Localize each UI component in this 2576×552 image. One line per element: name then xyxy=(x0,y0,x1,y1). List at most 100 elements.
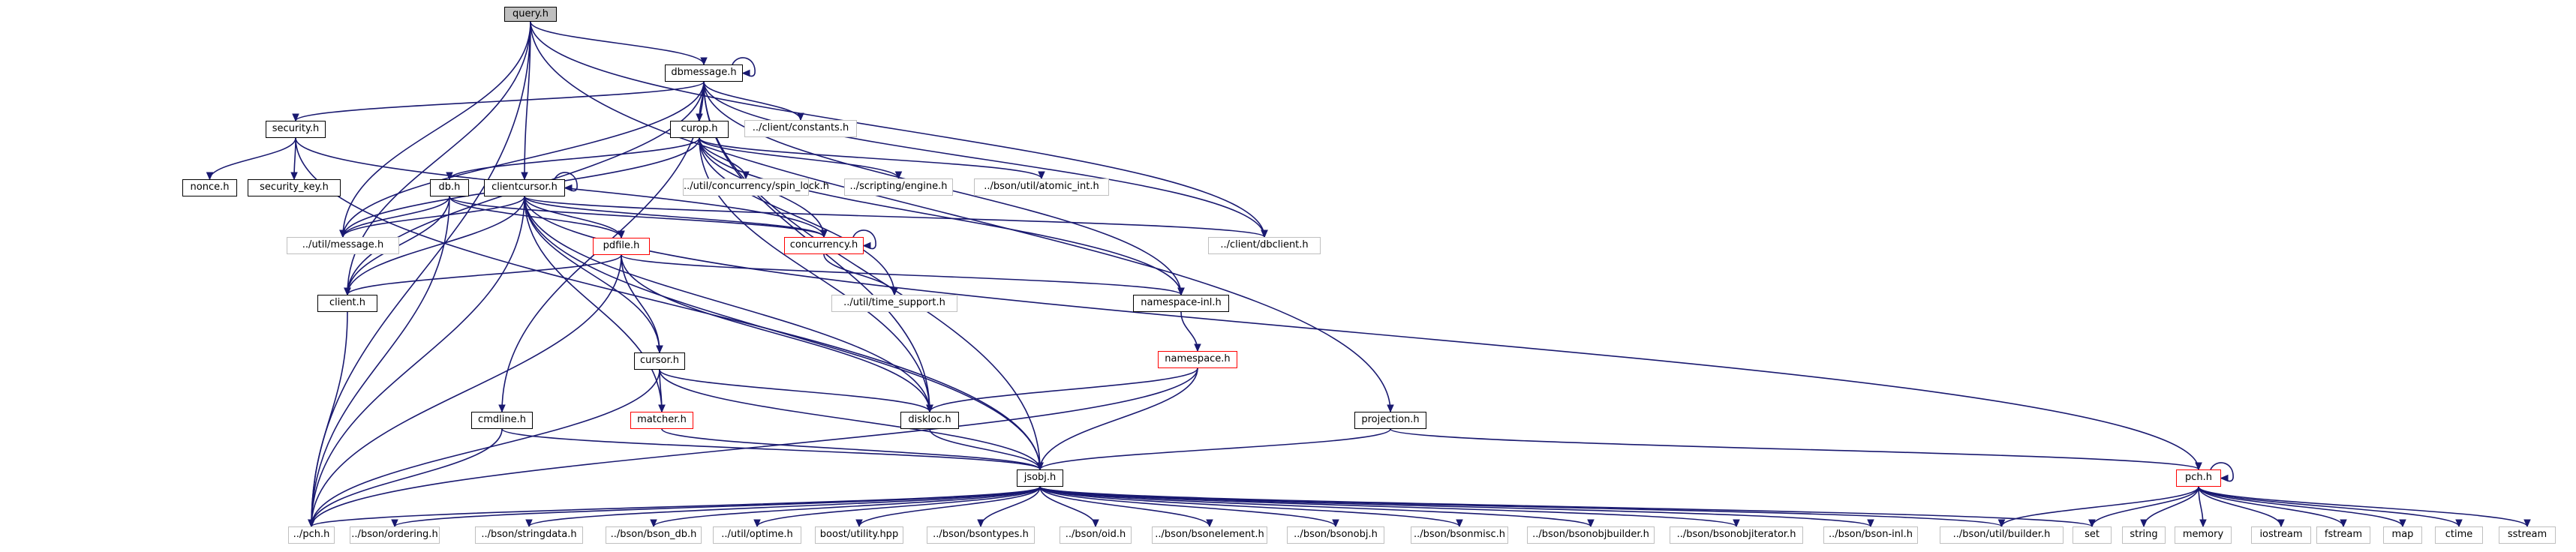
node-boost-utility-hpp[interactable]: boost/utility.hpp xyxy=(815,526,903,544)
edge-dbmessage-to-constants-arrowhead xyxy=(797,112,804,122)
node-client-h[interactable]: client.h xyxy=(317,295,377,312)
node-time-support-h[interactable]: ../util/time_support.h xyxy=(831,295,957,312)
edge-jsobj-to-bsonmisc-arrowhead xyxy=(1456,519,1463,528)
edge-pch-to-ctime xyxy=(2198,486,2460,527)
node-jsobj-h[interactable]: jsobj.h xyxy=(1017,470,1063,487)
edge-jsobj-to-set xyxy=(1039,486,2093,527)
node-bson-bsontypes-h[interactable]: ../bson/bsontypes.h xyxy=(927,526,1035,544)
node-db-h[interactable]: db.h xyxy=(430,179,469,196)
node-bson-db-h[interactable]: ../bson/bson_db.h xyxy=(606,526,702,544)
edge-pch-to-set xyxy=(2091,486,2199,527)
edge-clientcursor-to-concurrency xyxy=(524,196,825,238)
edge-dbmessage-to-cmdline-arrowhead xyxy=(498,404,506,413)
edge-pdfile-to-pch_rel xyxy=(311,254,622,527)
edge-cursor-to-pch_rel xyxy=(311,369,660,527)
node-bson-inl-h[interactable]: ../bson/bson-inl.h xyxy=(1823,526,1918,544)
node-cmdline-h[interactable]: cmdline.h xyxy=(471,412,533,429)
edge-pdfile-to-client xyxy=(347,254,622,296)
edge-jsobj-to-bsonobj-arrowhead xyxy=(1332,519,1339,528)
edge-dbmessage-to-dbmessage-arrowhead xyxy=(741,69,750,77)
node-client-constants-h[interactable]: ../client/constants.h xyxy=(744,120,857,137)
edge-query-to-dbmessage xyxy=(530,21,705,65)
node-set[interactable]: set xyxy=(2073,526,2112,544)
edge-pch-to-fstream xyxy=(2198,486,2344,527)
edge-pdfile-to-namespace_inl-arrowhead xyxy=(1177,287,1185,296)
node-bson-bsonobjbuilder-h[interactable]: ../bson/bsonobjbuilder.h xyxy=(1527,526,1655,544)
node-security-key-h[interactable]: security_key.h xyxy=(248,179,341,196)
node-sstream[interactable]: sstream xyxy=(2499,526,2556,544)
node-nonce-h[interactable]: nonce.h xyxy=(182,179,237,196)
node-concurrency-h[interactable]: concurrency.h xyxy=(784,237,864,254)
node-bson-ordering-h[interactable]: ../bson/ordering.h xyxy=(350,526,440,544)
edge-jsobj-to-bsontypes-arrowhead xyxy=(977,519,984,528)
node-client-dbclient-h[interactable]: ../client/dbclient.h xyxy=(1208,237,1321,254)
edge-jsobj-to-stringdata-arrowhead xyxy=(525,519,533,528)
edge-jsobj-to-pch_rel-arrowhead xyxy=(308,519,315,528)
edge-namespace_inl-to-namespace-arrowhead xyxy=(1194,344,1201,352)
edge-dbmessage-to-security xyxy=(295,81,705,122)
edge-pch-to-set-arrowhead xyxy=(2088,519,2096,528)
edge-pch-to-sstream-arrowhead xyxy=(2523,519,2531,528)
node-string[interactable]: string xyxy=(2122,526,2166,544)
node-spin-lock-h[interactable]: ../util/concurrency/spin_lock.h xyxy=(683,178,829,196)
node-matcher-h[interactable]: matcher.h xyxy=(630,412,693,429)
node-atomic-int-h[interactable]: ../bson/util/atomic_int.h xyxy=(974,178,1109,196)
edge-cmdline-to-jsobj xyxy=(501,428,1041,470)
edge-dbmessage-to-constants xyxy=(703,81,801,121)
edge-clientcursor-to-jsobj xyxy=(524,196,1041,470)
node-bson-bsonmisc-h[interactable]: ../bson/bsonmisc.h xyxy=(1411,526,1508,544)
edge-namespace-to-pch_rel xyxy=(311,368,1198,527)
node-query-h[interactable]: query.h xyxy=(504,7,557,22)
node-cursor-h[interactable]: cursor.h xyxy=(634,352,685,370)
edge-projection-to-pch xyxy=(1390,428,2199,470)
node-namespace-h[interactable]: namespace.h xyxy=(1158,351,1237,368)
node-pdfile-h[interactable]: pdfile.h xyxy=(593,238,650,255)
edge-db-to-pdfile xyxy=(449,196,622,238)
edge-db-to-concurrency xyxy=(449,196,825,238)
edge-pch-to-sstream xyxy=(2198,486,2528,527)
edge-clientcursor-to-client xyxy=(347,196,525,296)
node-namespace-inl-h[interactable]: namespace-inl.h xyxy=(1133,295,1229,312)
node-bson-oid-h[interactable]: ../bson/oid.h xyxy=(1060,526,1132,544)
node-pch-h[interactable]: pch.h xyxy=(2176,470,2221,487)
edge-pdfile-to-client-arrowhead xyxy=(344,287,351,296)
node-util-optime-h[interactable]: ../util/optime.h xyxy=(713,526,801,544)
edge-pch-to-map-arrowhead xyxy=(2399,519,2406,528)
node-engine-h[interactable]: ../scripting/engine.h xyxy=(844,178,953,196)
node-ctime[interactable]: ctime xyxy=(2435,526,2483,544)
node-map[interactable]: map xyxy=(2383,526,2422,544)
edge-query-to-clientcursor-arrowhead xyxy=(521,172,528,181)
edge-jsobj-to-bsonmisc xyxy=(1039,486,1460,527)
edge-pdfile-to-diskloc xyxy=(621,254,930,412)
edge-security-to-security_key-arrowhead xyxy=(290,172,298,181)
edge-projection-to-jsobj xyxy=(1039,428,1391,470)
node-bson-stringdata-h[interactable]: ../bson/stringdata.h xyxy=(475,526,583,544)
edge-cmdline-to-pch_rel xyxy=(311,428,503,527)
node-projection-h[interactable]: projection.h xyxy=(1354,412,1426,429)
edge-jsobj-to-bsonobjbuilder-arrowhead xyxy=(1587,519,1595,528)
node-util-message-h[interactable]: ../util/message.h xyxy=(287,237,399,254)
edge-clientcursor-to-diskloc xyxy=(524,196,930,412)
node-clientcursor-h[interactable]: clientcursor.h xyxy=(484,179,565,196)
node-iostream[interactable]: iostream xyxy=(2251,526,2311,544)
edge-clientcursor-to-matcher xyxy=(524,196,663,412)
node-parent-pch-h[interactable]: ../pch.h xyxy=(288,526,335,544)
node-diskloc-h[interactable]: diskloc.h xyxy=(900,412,959,429)
node-bson-bsonobjiterator-h[interactable]: ../bson/bsonobjiterator.h xyxy=(1670,526,1803,544)
node-dbmessage-h[interactable]: dbmessage.h xyxy=(665,64,743,82)
edge-jsobj-to-bson_db-arrowhead xyxy=(650,519,657,528)
node-security-h[interactable]: security.h xyxy=(266,121,326,138)
node-fstream[interactable]: fstream xyxy=(2316,526,2370,544)
node-bson-bsonobj-h[interactable]: ../bson/bsonobj.h xyxy=(1287,526,1384,544)
edge-jsobj-to-bsonelement-arrowhead xyxy=(1206,519,1213,528)
edge-curop-to-atomic_int xyxy=(699,137,1042,179)
edge-pch-to-iostream xyxy=(2198,486,2282,527)
edge-pch-to-memory-arrowhead xyxy=(2199,519,2207,528)
node-curop-h[interactable]: curop.h xyxy=(670,121,729,138)
node-bson-util-builder-h[interactable]: ../bson/util/builder.h xyxy=(1940,526,2064,544)
edge-pch-to-ctime-arrowhead xyxy=(2455,519,2463,528)
node-memory[interactable]: memory xyxy=(2175,526,2232,544)
edge-jsobj-to-utility xyxy=(858,486,1041,527)
edge-jsobj-to-optime-arrowhead xyxy=(753,519,761,528)
node-bson-bsonelement-h[interactable]: ../bson/bsonelement.h xyxy=(1152,526,1267,544)
